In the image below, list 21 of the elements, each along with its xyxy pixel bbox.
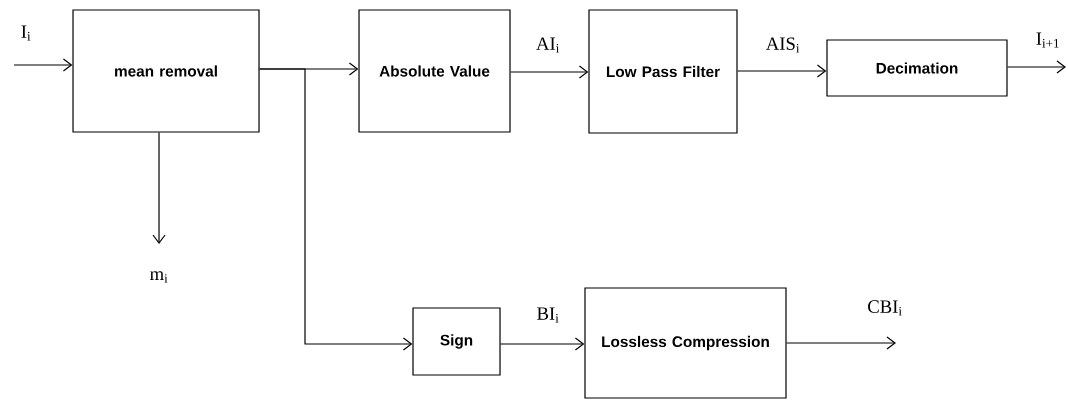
edge-label: I$_{i}$ bbox=[21, 25, 31, 41]
process-box: Decimation bbox=[826, 39, 1008, 97]
arrow bbox=[737, 64, 827, 78]
edge-label: BI$_{i}$ bbox=[537, 307, 559, 323]
edge-label: AIS$_{i}$ bbox=[766, 37, 800, 53]
process-box: Lossless Compression bbox=[584, 287, 787, 399]
arrow bbox=[510, 65, 589, 79]
arrow bbox=[152, 132, 166, 244]
process-box: Sign bbox=[412, 307, 501, 376]
edge-label: m$_{i}$ bbox=[150, 271, 168, 283]
arrow bbox=[13, 58, 73, 72]
process-box: Absolute Value bbox=[358, 9, 511, 133]
arrow bbox=[1007, 60, 1066, 74]
edge-label: CBI$_{i}$ bbox=[868, 300, 902, 316]
arrow bbox=[786, 336, 896, 350]
arrow bbox=[500, 337, 585, 351]
process-box: Low Pass Filter bbox=[588, 9, 738, 134]
arrow bbox=[259, 68, 413, 351]
edge-label: AI$_{i}$ bbox=[536, 37, 560, 53]
edge-label: I$_{i+1}$ bbox=[1036, 32, 1059, 48]
process-box: mean removal bbox=[72, 9, 260, 133]
